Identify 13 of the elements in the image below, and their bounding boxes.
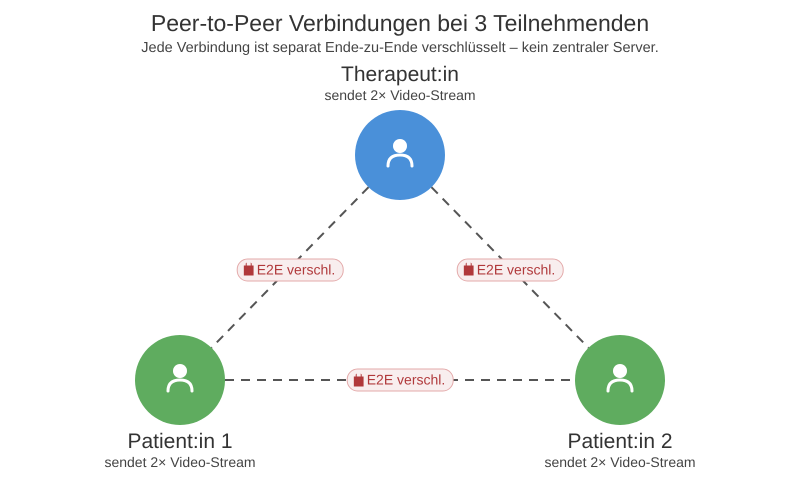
participant-note: sendet 2× Video-Stream [104,454,256,470]
connection-line [430,186,590,349]
participant-name: Therapeut:in [341,63,459,87]
participant-note: sendet 2× Video-Stream [544,454,696,470]
diagram-title: Peer-to-Peer Verbindungen bei 3 Teilnehmenden [150,10,650,37]
edge-label: E2E verschl. [366,372,446,388]
participant-name: Patient:in 1 [127,430,233,454]
participant-note: sendet 2× Video-Stream [324,87,476,103]
edge-label: E2E verschl. [256,261,336,277]
diagram-caption: Jede Verbindung ist separat Ende-zu-Ende verschlüsselt – kein zentraler Server. [140,40,660,56]
connection-line [210,186,370,349]
edge-label: E2E verschl. [476,261,556,277]
participant-name: Patient:in 2 [567,430,673,454]
